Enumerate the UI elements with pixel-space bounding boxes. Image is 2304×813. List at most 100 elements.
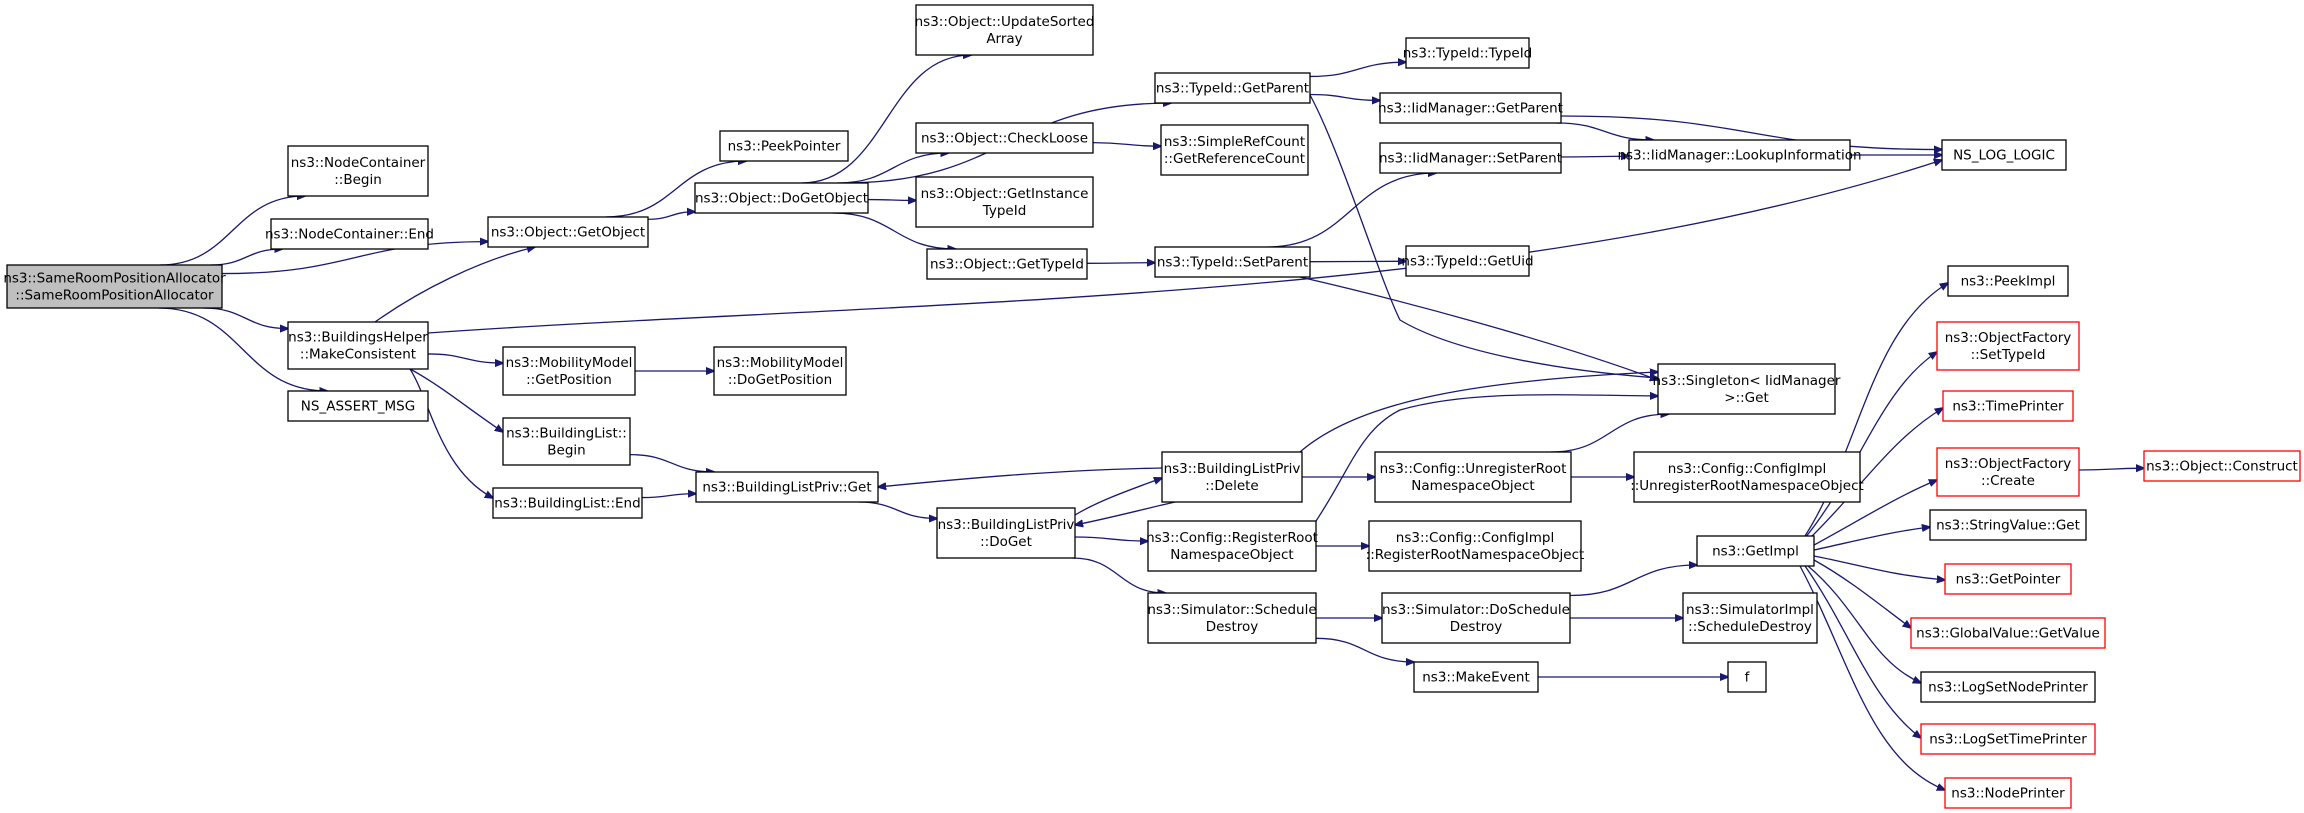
node-label-line: ns3::SimpleRefCount	[1164, 134, 1305, 150]
edge-bl_begin-to-blp_get	[629, 453, 714, 472]
node-label-line: ns3::PeekImpl	[1961, 274, 2056, 290]
node-makeevent[interactable]: ns3::MakeEvent	[1413, 661, 1539, 693]
node-iid_getparent[interactable]: ns3::IidManager::GetParent	[1378, 92, 1563, 124]
node-box	[1920, 671, 2096, 703]
edge-line	[641, 494, 696, 499]
edge-root-to-nc_end	[210, 249, 283, 266]
edge-dogetobject-to-updatesorted	[801, 55, 971, 184]
edge-line	[2078, 468, 2144, 470]
edge-line	[1813, 555, 1945, 580]
node-box	[1657, 363, 1836, 415]
edge-root-to-bh_make	[203, 307, 288, 329]
edge-line	[1550, 414, 1669, 453]
node-box	[1405, 37, 1530, 69]
node-label-line: ns3::TypeId::GetParent	[1156, 81, 1309, 97]
node-of_create[interactable]: ns3::ObjectFactory::Create	[1936, 447, 2080, 497]
node-label-line: Array	[986, 31, 1022, 47]
node-iid_lookup[interactable]: ns3::IidManager::LookupInformation	[1617, 139, 1862, 171]
node-bl_end[interactable]: ns3::BuildingList::End	[492, 487, 643, 519]
edge-root-to-nc_begin	[159, 196, 305, 266]
node-cfgimpl_unregister[interactable]: ns3::Config::ConfigImpl::UnregisterRootN…	[1630, 451, 1864, 503]
edge-root-to-ns_assert	[158, 307, 327, 391]
edge-blp_delete-to-singleton_get	[1299, 372, 1658, 453]
node-f[interactable]: f	[1727, 661, 1767, 693]
edge-bh_make-to-obj_getobject	[374, 247, 535, 323]
node-dogetobject[interactable]: ns3::Object::DoGetObject	[694, 182, 869, 214]
node-blp_get[interactable]: ns3::BuildingListPriv::Get	[695, 471, 879, 503]
edge-line	[1569, 565, 1697, 597]
node-cfg_unregister[interactable]: ns3::Config::UnregisterRootNamespaceObje…	[1374, 451, 1572, 503]
edge-getimpl-to-nodeprinter	[1799, 565, 1945, 790]
node-getimpl[interactable]: ns3::GetImpl	[1696, 535, 1815, 567]
edge-line	[878, 467, 1163, 487]
node-label-line: ns3::Config::ConfigImpl	[1668, 461, 1826, 477]
node-obj_gettypeid[interactable]: ns3::Object::GetTypeId	[926, 248, 1088, 280]
node-root[interactable]: ns3::SameRoomPositionAllocator::SameRoom…	[3, 264, 226, 309]
node-blp_doget[interactable]: ns3::BuildingListPriv::DoGet	[936, 507, 1076, 559]
node-label-line: ns3::ObjectFactory	[1945, 456, 2072, 472]
node-label-line: TypeId	[982, 203, 1027, 219]
node-gv_getvalue[interactable]: ns3::GlobalValue::GetValue	[1910, 617, 2106, 649]
node-tid_typeid[interactable]: ns3::TypeId::TypeId	[1403, 37, 1533, 69]
node-box	[1368, 520, 1582, 572]
node-label-line: ns3::Object::CheckLoose	[921, 131, 1088, 147]
node-ns_assert[interactable]: NS_ASSERT_MSG	[287, 390, 429, 422]
node-timeprinter[interactable]: ns3::TimePrinter	[1942, 390, 2074, 422]
edge-line	[427, 353, 503, 363]
edge-line	[1075, 501, 1176, 525]
node-label-line: ::GetReferenceCount	[1164, 151, 1305, 167]
node-tid_setparent[interactable]: ns3::TypeId::SetParent	[1154, 246, 1311, 278]
edge-bh_make-to-bl_end	[409, 368, 493, 498]
edge-tid_getparent-to-iid_getparent	[1309, 93, 1380, 101]
node-tid_getuid[interactable]: ns3::TypeId::GetUid	[1401, 245, 1534, 277]
node-label-line: ::RegisterRootNamespaceObject	[1366, 547, 1585, 563]
node-nc_end[interactable]: ns3::NodeContainer::End	[265, 218, 434, 250]
edge-line	[837, 153, 949, 184]
node-stringvalue_get[interactable]: ns3::StringValue::Get	[1929, 509, 2087, 541]
node-nodeprinter[interactable]: ns3::NodePrinter	[1944, 777, 2072, 809]
edge-line	[1086, 263, 1155, 264]
node-tid_getparent[interactable]: ns3::TypeId::GetParent	[1154, 72, 1311, 104]
node-label-line: ns3::TypeId::SetParent	[1157, 255, 1308, 271]
node-logsettimeprinter[interactable]: ns3::LogSetTimePrinter	[1920, 723, 2096, 755]
node-mm_dogetposition[interactable]: ns3::MobilityModel::DoGetPosition	[713, 346, 847, 396]
node-singleton_get[interactable]: ns3::Singleton< IidManager >::Get	[1653, 363, 1841, 415]
node-checkloose[interactable]: ns3::Object::CheckLoose	[915, 122, 1094, 154]
node-nc_begin[interactable]: ns3::NodeContainer::Begin	[287, 145, 429, 197]
node-cfg_register[interactable]: ns3::Config::RegisterRootNamespaceObject	[1146, 520, 1318, 572]
node-obj_construct[interactable]: ns3::Object::Construct	[2143, 450, 2301, 482]
edge-obj_getobject-to-peekpointer	[605, 161, 747, 218]
node-box	[1941, 139, 2067, 171]
node-ns_log_logic[interactable]: NS_LOG_LOGIC	[1941, 139, 2067, 171]
node-mm_getposition[interactable]: ns3::MobilityModel::GetPosition	[502, 346, 636, 396]
node-getpointer[interactable]: ns3::GetPointer	[1944, 563, 2072, 595]
node-simplerefcount[interactable]: ns3::SimpleRefCount::GetReferenceCount	[1160, 124, 1309, 176]
edge-bh_make-to-bl_begin	[409, 368, 503, 432]
node-of_settypeid[interactable]: ns3::ObjectFactory::SetTypeId	[1936, 321, 2080, 371]
edge-blp_doget-to-cfg_register	[1074, 536, 1148, 541]
node-iid_setparent[interactable]: ns3::IidManager::SetParent	[1379, 142, 1562, 174]
node-box	[915, 176, 1094, 228]
node-label-line: ns3::NodeContainer::End	[265, 227, 434, 243]
node-peekpointer[interactable]: ns3::PeekPointer	[719, 130, 849, 162]
node-blp_delete[interactable]: ns3::BuildingListPriv::Delete	[1161, 451, 1303, 503]
node-box	[287, 390, 429, 422]
edge-sim_doschedule-to-getimpl	[1569, 565, 1697, 597]
node-peekimpl[interactable]: ns3::PeekImpl	[1947, 265, 2069, 297]
node-simimpl_schedule[interactable]: ns3::SimulatorImpl::ScheduleDestroy	[1682, 592, 1818, 644]
edge-cfg_unregister-to-singleton_get	[1550, 414, 1669, 453]
edge-line	[1299, 372, 1658, 453]
edge-line	[1560, 115, 1942, 150]
node-obj_getobject[interactable]: ns3::Object::GetObject	[487, 216, 649, 248]
node-label-line: ns3::Config::UnregisterRoot	[1380, 461, 1567, 477]
node-bl_begin[interactable]: ns3::BuildingList::Begin	[502, 417, 631, 466]
node-label-line: ::DoGet	[980, 534, 1032, 550]
node-label-line: ns3::Object::GetObject	[491, 225, 645, 241]
node-logsetnodeprinter[interactable]: ns3::LogSetNodePrinter	[1920, 671, 2096, 703]
node-sim_schedule[interactable]: ns3::Simulator::ScheduleDestroy	[1147, 592, 1317, 644]
node-cfgimpl_register[interactable]: ns3::Config::ConfigImpl::RegisterRootNam…	[1366, 520, 1585, 572]
node-bh_make[interactable]: ns3::BuildingsHelper::MakeConsistent	[287, 321, 429, 370]
